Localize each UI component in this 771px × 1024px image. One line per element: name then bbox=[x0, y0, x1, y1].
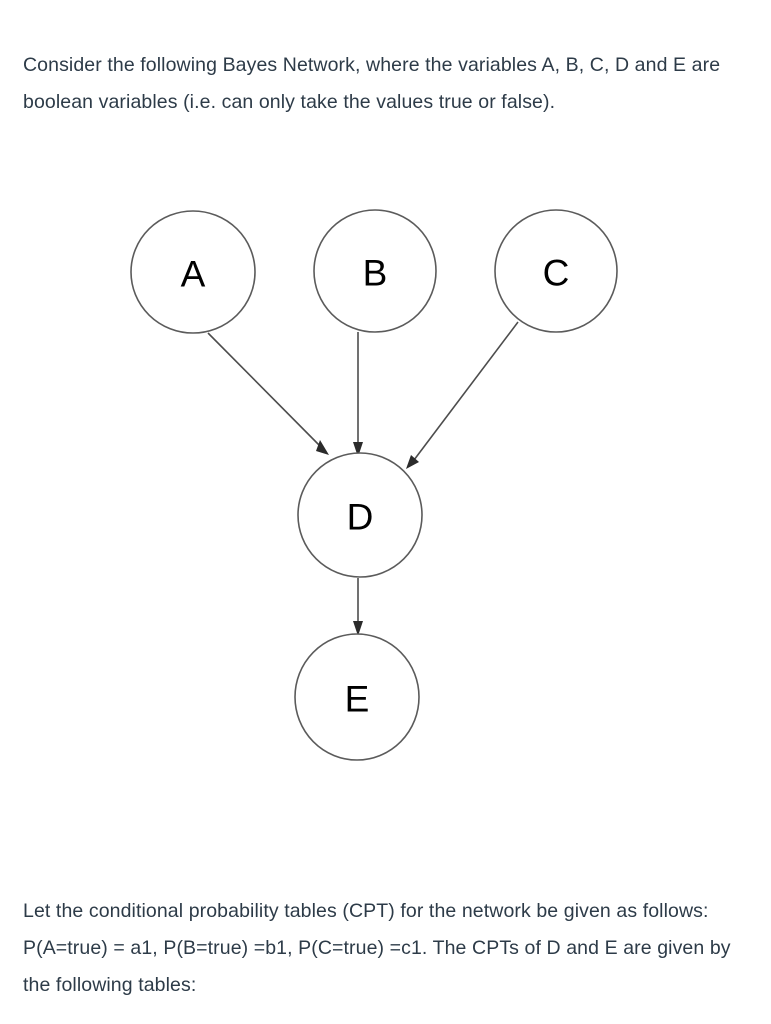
node-e-circle bbox=[294, 633, 420, 761]
node-e-label: E bbox=[345, 679, 370, 720]
edge-c-to-d bbox=[406, 321, 519, 469]
edge-b-to-d bbox=[353, 332, 363, 457]
node-e: E bbox=[294, 633, 420, 761]
edge-b-to-d-arrowhead bbox=[353, 442, 363, 457]
edge-a-to-d bbox=[207, 332, 329, 455]
node-d: D bbox=[297, 452, 423, 578]
bayes-network-svg: A B C D E bbox=[130, 209, 618, 761]
node-d-circle bbox=[297, 452, 423, 578]
node-b-label: B bbox=[363, 253, 388, 294]
node-b-circle bbox=[313, 209, 437, 333]
edge-c-to-d-line bbox=[413, 321, 519, 461]
node-a-circle bbox=[130, 210, 256, 334]
edge-d-to-e bbox=[353, 578, 363, 636]
bayes-network-diagram: A B C D E bbox=[0, 150, 771, 830]
node-a-label: A bbox=[181, 254, 206, 295]
edge-c-to-d-arrowhead bbox=[406, 455, 419, 469]
edge-d-to-e-arrowhead bbox=[353, 621, 363, 636]
node-c: C bbox=[494, 209, 618, 333]
node-c-label: C bbox=[543, 253, 570, 294]
intro-paragraph: Consider the following Bayes Network, wh… bbox=[23, 53, 721, 113]
cpt-paragraph: Let the conditional probability tables (… bbox=[23, 899, 731, 996]
node-a: A bbox=[130, 210, 256, 334]
node-d-label: D bbox=[347, 497, 374, 538]
edge-a-to-d-line bbox=[207, 332, 322, 448]
node-c-circle bbox=[494, 209, 618, 333]
node-b: B bbox=[313, 209, 437, 333]
edge-a-to-d-arrowhead bbox=[316, 440, 329, 455]
